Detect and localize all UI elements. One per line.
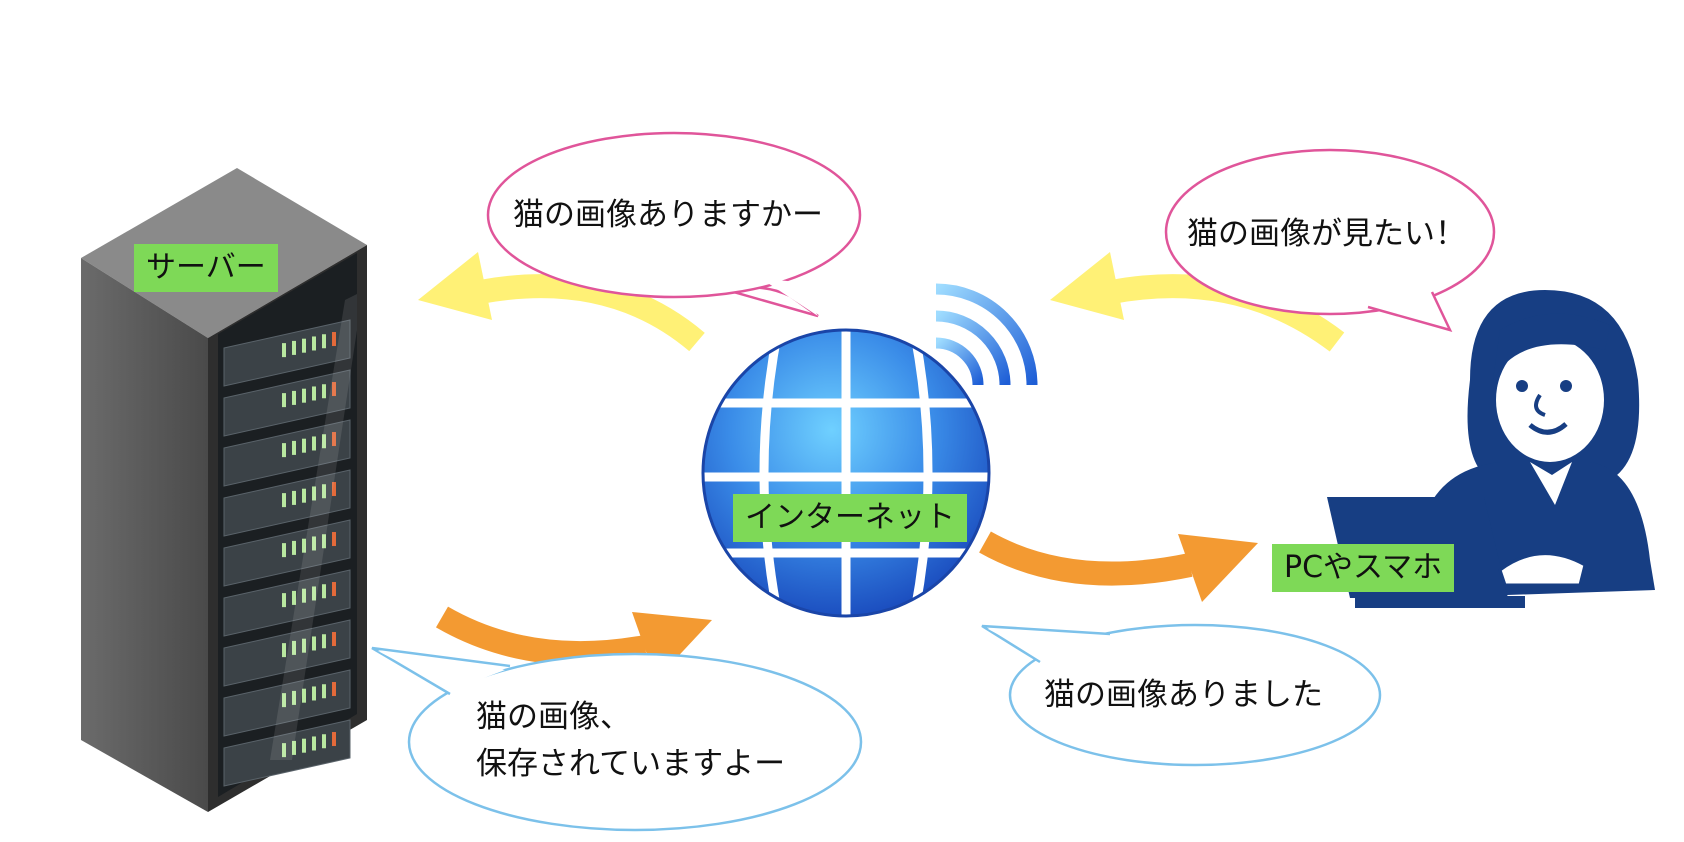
globe-icon	[701, 328, 991, 618]
rack-led	[322, 634, 326, 649]
rack-led	[302, 738, 306, 753]
internet-label: インターネット	[733, 494, 967, 542]
rack-led	[322, 584, 326, 599]
speech-bubble-request-user	[1164, 148, 1496, 332]
server-rack-icon	[81, 168, 367, 812]
rack-led	[322, 734, 326, 749]
rack-unit	[223, 369, 351, 437]
rack-led	[322, 484, 326, 499]
rack-led	[282, 493, 286, 508]
rack-unit	[223, 519, 351, 587]
rack-led	[312, 386, 316, 401]
rack-led	[332, 482, 336, 497]
rack-led	[312, 686, 316, 701]
bubble-text-request-user: 猫の画像が見たい！	[1187, 216, 1466, 252]
rack-led	[332, 532, 336, 547]
rack-led	[292, 440, 296, 455]
speech-bubble-response-server	[371, 646, 863, 832]
rack-led	[332, 682, 336, 697]
rack-led	[312, 536, 316, 551]
rack-unit	[223, 319, 351, 387]
rack-led	[322, 384, 326, 399]
rack-led	[312, 636, 316, 651]
rack-led	[332, 382, 336, 397]
rack-led	[292, 690, 296, 705]
rack-led	[292, 640, 296, 655]
rack-led	[282, 593, 286, 608]
rack-led	[282, 343, 286, 358]
response-arrow-internet-to-client	[979, 531, 1258, 602]
server-label: サーバー	[134, 244, 278, 292]
rack-unit	[223, 669, 351, 737]
rack-led	[282, 443, 286, 458]
rack-led	[292, 590, 296, 605]
speech-bubble-response-internet	[981, 623, 1382, 767]
rack-led	[312, 486, 316, 501]
rack-led	[292, 340, 296, 355]
rack-led	[322, 334, 326, 349]
rack-led	[292, 390, 296, 405]
rack-led	[312, 586, 316, 601]
rack-led	[282, 393, 286, 408]
client-label: PCやスマホ	[1272, 544, 1455, 592]
rack-led	[312, 736, 316, 751]
rack-led	[332, 732, 336, 747]
rack-led	[302, 588, 306, 603]
rack-led	[282, 643, 286, 658]
wifi-signal-icon	[935, 283, 1038, 386]
bubble-text-request-internet: 猫の画像ありますかー	[513, 197, 823, 233]
speech-bubble-request-internet	[486, 131, 862, 318]
rack-unit	[223, 419, 351, 487]
rack-led	[302, 438, 306, 453]
rack-led	[322, 684, 326, 699]
rack-led	[302, 388, 306, 403]
rack-led	[332, 332, 336, 347]
rack-led	[282, 543, 286, 558]
rack-led	[292, 740, 296, 755]
rack-unit	[223, 719, 351, 787]
rack-led	[302, 538, 306, 553]
rack-led	[312, 436, 316, 451]
rack-unit	[223, 569, 351, 637]
rack-led	[322, 434, 326, 449]
rack-unit	[223, 469, 351, 537]
rack-led	[322, 534, 326, 549]
rack-led	[302, 638, 306, 653]
request-arrow-internet-to-server	[418, 252, 705, 352]
rack-led	[302, 688, 306, 703]
rack-led	[292, 540, 296, 555]
rack-led	[302, 488, 306, 503]
bubble-text-response-server-line2: 保存されていますよー	[476, 746, 786, 782]
rack-led	[292, 490, 296, 505]
bubble-text-response-internet: 猫の画像ありました	[1044, 677, 1323, 713]
rack-led	[332, 432, 336, 447]
rack-led	[332, 632, 336, 647]
rack-unit	[223, 619, 351, 687]
rack-led	[302, 338, 306, 353]
bubble-text-response-server-line1: 猫の画像、	[476, 699, 631, 735]
rack-led	[282, 693, 286, 708]
rack-led	[312, 336, 316, 351]
rack-led	[282, 743, 286, 758]
rack-led	[332, 582, 336, 597]
